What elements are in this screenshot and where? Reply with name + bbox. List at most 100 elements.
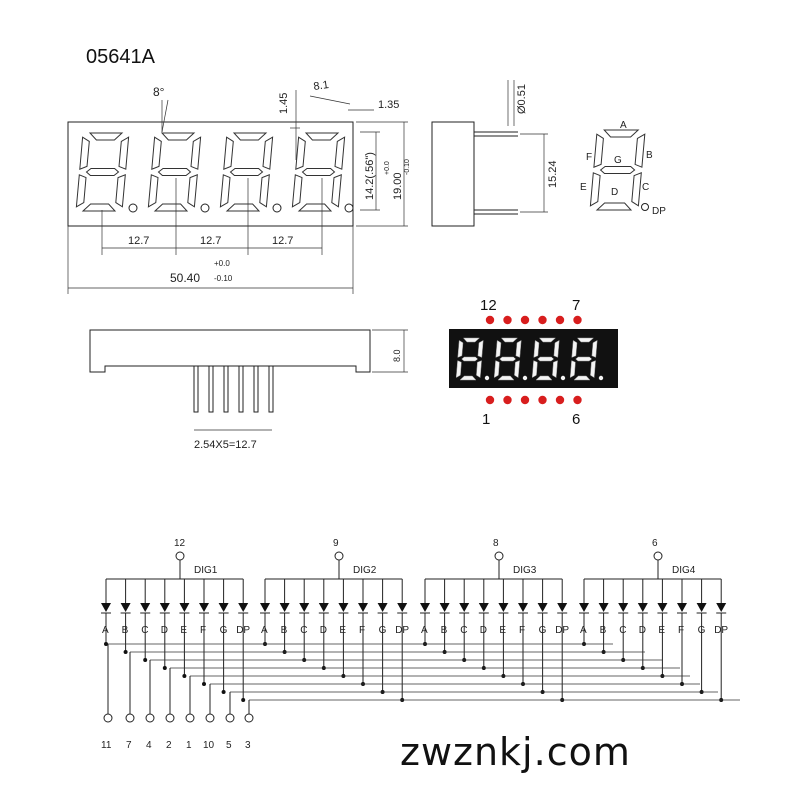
segmap-segment-a: [603, 129, 640, 138]
segment-label-3-b: B: [441, 625, 448, 636]
photo-digit-1-segment-a: [462, 337, 481, 343]
width-label: 50.40: [170, 271, 200, 285]
digit-terminal-4: [653, 551, 663, 561]
diode-3-d: [478, 603, 489, 612]
photo-digit-3-segment-b: [553, 339, 560, 358]
photo-digit-2-segment-g: [499, 356, 517, 362]
segment-label-3-f: F: [519, 625, 525, 636]
diode-3-b: [439, 603, 450, 612]
segment-label-4-b: B: [600, 625, 607, 636]
height-tol-minus: -0.10: [404, 159, 411, 175]
segment-pin-label-a: 11: [101, 740, 112, 751]
pin-pitch-label: 2.54X5=12.7: [194, 439, 257, 451]
photo-pin-top-5: [555, 315, 565, 325]
watermark-text: zwznkj.com: [400, 730, 631, 774]
segmap-segment-g: [599, 166, 636, 174]
front-digit-1-segment-g: [85, 168, 120, 176]
front-digit-3-segment-b: [262, 136, 274, 170]
segment-label-2-c: C: [300, 625, 307, 636]
bottom-pin-6: [268, 365, 274, 413]
front-dp-4: [344, 203, 354, 213]
front-digits: [75, 132, 354, 213]
segment-terminal-b: [125, 713, 135, 723]
diode-3-f: [518, 603, 528, 612]
segment-label-3-c: C: [460, 625, 467, 636]
depth-label: 8.0: [392, 349, 402, 362]
pinout-view: 12 7 1 6: [449, 297, 618, 428]
diode-4-d: [637, 603, 648, 612]
segment-label-4-g: G: [698, 625, 706, 636]
segment-label-d: D: [611, 187, 618, 198]
photo-digit-1-segment-d: [459, 375, 477, 381]
segment-label-4-dp: DP: [714, 625, 728, 636]
photo-digit-3-segment-e: [531, 360, 538, 379]
segment-label-3-e: E: [499, 625, 506, 636]
diode-4-b: [598, 603, 609, 612]
slant-angle-label: 8°: [153, 85, 165, 99]
segmap-segment-f: [593, 133, 604, 168]
segment-label-c: C: [642, 182, 649, 193]
segment-terminal-e: [185, 713, 195, 723]
digit-label-1: DIG1: [194, 565, 218, 576]
row-spacing-label: 15.24: [547, 160, 559, 188]
digit-terminal-3: [494, 551, 504, 561]
diode-1-f: [199, 603, 209, 612]
segment-label-2-a: A: [261, 625, 268, 636]
digit-height-label: 14.2(.56"): [364, 152, 376, 200]
diode-1-a: [101, 603, 111, 612]
front-digit-4-segment-c: [331, 174, 342, 208]
segment-terminal-dp: [244, 713, 254, 723]
segment-label-1-c: C: [141, 625, 148, 636]
width-tol-minus: -0.10: [214, 274, 233, 283]
segment-pin-label-d: 2: [166, 740, 172, 751]
diode-2-d: [318, 603, 329, 612]
front-dp-3: [272, 203, 282, 213]
diode-3-g: [537, 603, 548, 612]
segment-label-1-e: E: [180, 625, 187, 636]
pin-label-top-right: 7: [572, 297, 580, 314]
front-digit-2-segment-b: [190, 136, 202, 170]
segment-label-1-d: D: [161, 625, 168, 636]
photo-digit-2-segment-e: [493, 360, 500, 379]
front-digit-1-segment-c: [115, 174, 126, 208]
front-digit-2-segment-g: [157, 168, 192, 176]
photo-dp-4: [598, 375, 604, 381]
pin-label-bottom-left: 1: [482, 411, 490, 428]
segment-terminal-f: [205, 713, 215, 723]
bottom-pins: [193, 365, 274, 413]
photo-digit-1-segment-b: [477, 339, 484, 358]
bottom-pin-5: [253, 365, 259, 413]
photo-digit-4-segment-e: [569, 360, 576, 379]
photo-pin-top-1: [485, 315, 495, 325]
photo-digit-4-segment-b: [591, 339, 598, 358]
digit-label-3: DIG3: [513, 565, 537, 576]
bottom-pin-1: [193, 365, 199, 413]
segment-label-1-f: F: [200, 625, 206, 636]
front-digit-1-segment-d: [81, 203, 117, 212]
photo-digit-1-segment-f: [457, 339, 464, 358]
part-number-title: 05641A: [86, 46, 155, 68]
photo-dp-2: [522, 375, 528, 381]
diode-4-g: [696, 603, 707, 612]
segment-label-4-f: F: [678, 625, 684, 636]
front-digit-2-segment-d: [153, 203, 189, 212]
segment-label-3-g: G: [539, 625, 547, 636]
photo-digit-2-segment-a: [500, 337, 519, 343]
front-digit-1-segment-a: [88, 132, 124, 141]
segment-terminal-c: [145, 713, 155, 723]
diode-3-a: [420, 603, 430, 612]
photo-digit-3-segment-a: [538, 337, 557, 343]
segment-label-2-f: F: [359, 625, 365, 636]
diode-4-dp: [716, 603, 727, 612]
pin-label-bottom-right: 6: [572, 411, 580, 428]
photo-digit-3-segment-f: [533, 339, 540, 358]
pin-diameter-label: Ø0.51: [516, 84, 528, 114]
diode-1-b: [120, 603, 131, 612]
photo-digit-4-segment-g: [575, 356, 593, 362]
segment-label-g: G: [614, 155, 622, 166]
digit-pin-label-4: 6: [652, 538, 658, 549]
segment-label-2-g: G: [379, 625, 387, 636]
photo-dp-1: [484, 375, 490, 381]
front-digit-1-segment-f: [79, 136, 90, 170]
